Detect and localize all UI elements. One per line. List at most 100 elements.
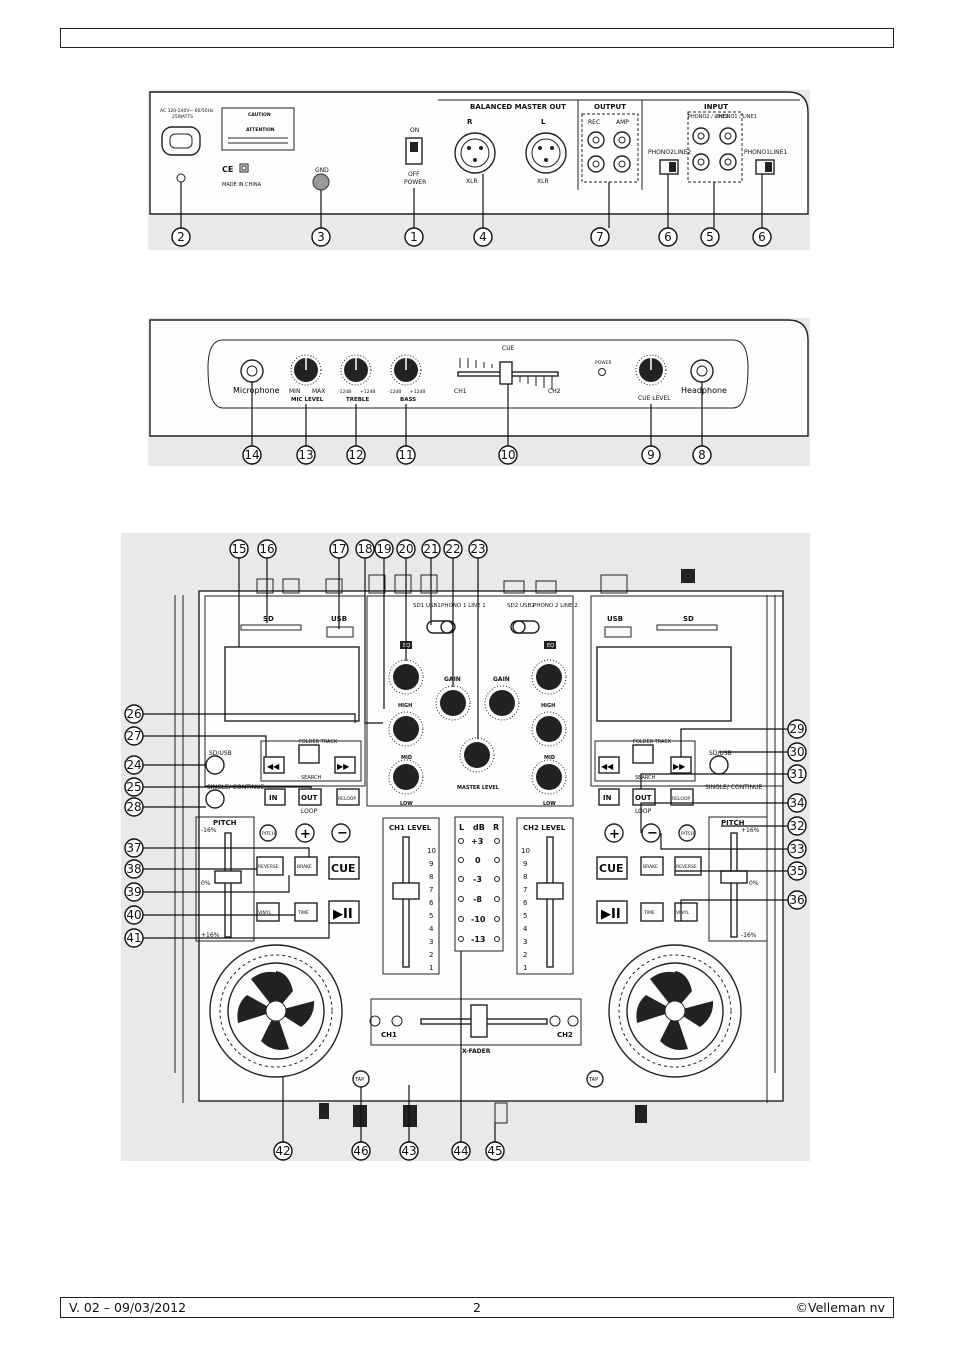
svg-text:SD/USB: SD/USB [709,750,732,757]
svg-text:+16%: +16% [741,827,760,834]
svg-text:BASS: BASS [400,397,416,403]
svg-text:INPUT: INPUT [704,103,728,111]
svg-text:-12dB: -12dB [388,389,401,395]
svg-text:+16%: +16% [201,932,220,939]
svg-text:-13: -13 [471,935,485,944]
callout-1: 1 [404,227,424,247]
left-next-button [334,756,356,774]
svg-text:CH1: CH1 [381,1031,397,1039]
svg-text:X-FADER: X-FADER [462,1048,491,1055]
left-time-button [294,902,318,922]
svg-text:24: 24 [126,758,141,772]
svg-text:ATTENTION: ATTENTION [246,127,275,133]
svg-text:5: 5 [706,230,714,244]
svg-text:42: 42 [275,1144,290,1158]
right-usb-port [604,626,632,638]
svg-text:+12dB: +12dB [410,389,425,395]
svg-text:−: − [647,826,658,841]
svg-text:8: 8 [429,873,433,881]
callout-38: 38 [124,859,144,879]
left-vinyl-button [256,902,280,922]
left-display [224,646,360,722]
svg-text:BALANCED MASTER OUT: BALANCED MASTER OUT [470,103,566,111]
svg-text:12: 12 [348,448,363,462]
svg-text:40: 40 [126,908,141,922]
svg-text:9: 9 [429,860,433,868]
svg-text:Headphone: Headphone [681,386,727,395]
svg-text:CH2: CH2 [557,1031,573,1039]
svg-text:SD/USB: SD/USB [209,750,232,757]
svg-text:7: 7 [429,886,433,894]
callout-17: 17 [329,539,349,559]
svg-text:+: + [609,827,620,842]
svg-text:37: 37 [126,841,141,855]
right-sd-usb-button [709,755,729,775]
svg-text:SEARCH: SEARCH [635,775,655,781]
svg-text:+: + [300,827,311,842]
svg-text:ON: ON [410,127,419,134]
svg-text:FOLDER TRACK: FOLDER TRACK [299,739,338,745]
cue-level-knob [635,354,667,386]
callout-42: 42 [273,1141,293,1161]
right-pitch-slider [720,870,748,884]
right-folder-track-button [632,744,654,764]
svg-text:BRAKE: BRAKE [643,864,658,870]
ch2-low-knob [531,759,567,795]
svg-text:2: 2 [429,951,433,959]
svg-text:OUT: OUT [301,794,318,802]
callout-3: 3 [311,227,331,247]
svg-text:TIME: TIME [643,910,655,916]
callout-34: 34 [787,793,807,813]
svg-text:-12dB: -12dB [338,389,351,395]
svg-text:PITCH: PITCH [213,819,237,827]
input-rca-jacks [692,127,737,171]
callout-31: 31 [787,764,807,784]
svg-text:TREBLE: TREBLE [346,397,369,403]
svg-text:30: 30 [789,745,804,759]
svg-text:TIME: TIME [297,910,309,916]
svg-text:14: 14 [244,448,259,462]
left-reverse-button [256,856,284,876]
svg-text:44: 44 [453,1144,468,1158]
svg-text:SEARCH: SEARCH [301,775,321,781]
svg-text:XLR: XLR [466,178,478,185]
svg-text:LINE2: LINE2 [674,149,691,156]
right-time-button [640,902,664,922]
callout-9: 9 [641,445,661,465]
callout-28: 28 [124,797,144,817]
svg-text:5: 5 [523,912,527,920]
svg-text:IN: IN [269,794,278,802]
svg-text:IN: IN [603,794,612,802]
svg-text:9: 9 [523,860,527,868]
right-pitch-plus-button [604,823,624,843]
svg-text:18: 18 [357,542,372,556]
callout-14: 14 [242,445,262,465]
callout-32: 32 [787,816,807,836]
microphone-jack [240,359,264,383]
svg-text:0%: 0% [749,880,759,887]
svg-text:LOOP: LOOP [635,808,652,815]
svg-text:3: 3 [317,230,325,244]
svg-text:PHONO1: PHONO1 [744,149,770,156]
svg-text:GND: GND [315,167,329,174]
svg-text:MADE IN CHINA: MADE IN CHINA [222,182,262,188]
svg-text:MID: MID [544,755,555,761]
mic-level-knob [290,354,322,386]
left-loop-out-button [298,788,322,806]
callout-24: 24 [124,755,144,775]
svg-text:USB: USB [607,615,623,623]
svg-text:33: 33 [789,842,804,856]
svg-text:XLR: XLR [537,178,549,185]
callout-40: 40 [124,905,144,925]
callout-6a: 6 [658,227,678,247]
footer-version: V. 02 – 09/03/2012 [69,1300,187,1315]
callout-5: 5 [700,227,720,247]
svg-text:MID: MID [401,755,412,761]
svg-text:CUE: CUE [331,862,356,875]
svg-text:PITCH: PITCH [721,819,745,827]
svg-text:CH1 LEVEL: CH1 LEVEL [389,824,432,832]
svg-text:21: 21 [423,542,438,556]
callout-12: 12 [346,445,366,465]
left-prev-button [263,756,285,774]
svg-text:19: 19 [376,542,391,556]
